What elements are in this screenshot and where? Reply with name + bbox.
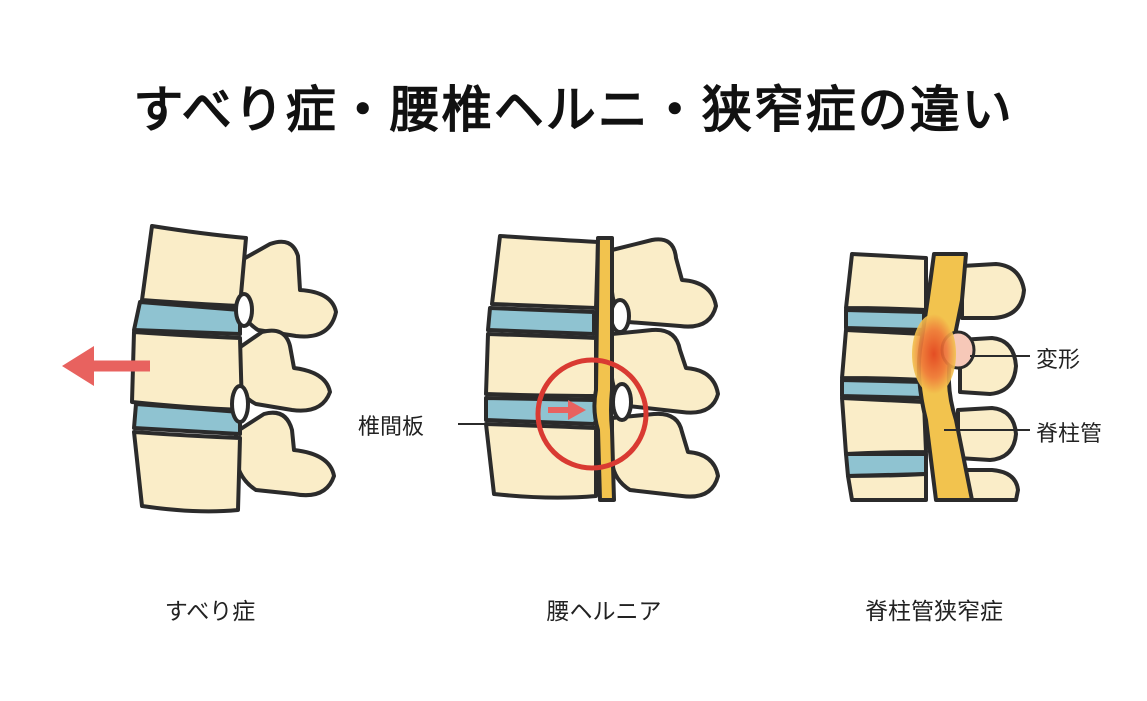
disc-label: 椎間板	[358, 415, 425, 440]
vertebral-body	[132, 430, 242, 514]
spinous-process	[234, 328, 332, 413]
slip-arrow-icon	[62, 346, 150, 386]
intervertebral-disc	[132, 300, 242, 336]
page-title: すべり症・腰椎ヘルニ・狭窄症の違い	[133, 81, 1014, 139]
caption-spondylolisthesis: すべり症	[164, 599, 256, 625]
vertebral-body	[484, 422, 598, 500]
intervertebral-disc	[840, 378, 926, 400]
spinal-canal-label: 脊柱管	[1036, 422, 1103, 447]
spinous-process	[236, 239, 338, 339]
deformity-label: 変形	[1036, 348, 1081, 373]
spinous-process	[956, 406, 1018, 462]
spinous-process	[234, 410, 336, 498]
spinal-cord	[592, 236, 616, 502]
vertebral-body	[484, 332, 598, 398]
caption-stenosis: 脊柱管狭窄症	[865, 599, 1003, 625]
vertebral-body	[490, 234, 600, 310]
vertebral-body	[840, 396, 928, 456]
spondylolisthesis-diagram	[130, 224, 338, 514]
inflammation-glow	[912, 314, 956, 394]
caption-herniation: 腰ヘルニア	[546, 599, 662, 625]
vertebral-body	[846, 472, 928, 502]
spinous-process	[610, 411, 720, 499]
highlight-ring	[535, 357, 649, 471]
herniation-diagram	[484, 234, 720, 502]
intervertebral-disc	[844, 308, 926, 332]
spinous-process	[960, 262, 1026, 320]
spinous-process	[956, 468, 1020, 502]
vertebral-body	[844, 252, 928, 312]
vertebral-body	[140, 224, 248, 308]
vertebral-body	[840, 328, 926, 382]
intervertebral-disc	[486, 306, 596, 336]
pressure-arrow-icon	[548, 400, 586, 420]
